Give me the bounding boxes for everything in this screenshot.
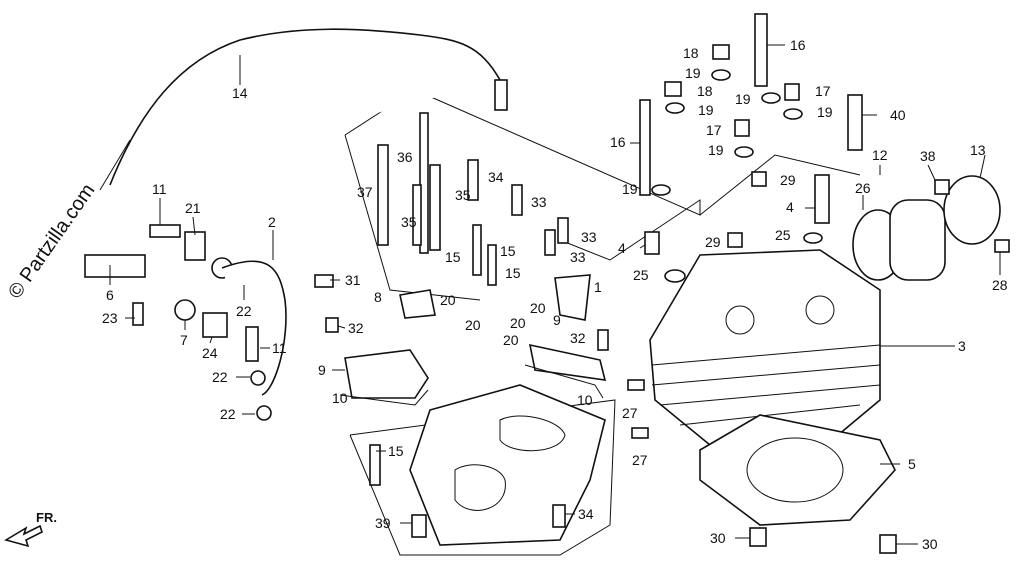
callout-27: 27 — [622, 405, 638, 421]
callout-12: 12 — [872, 147, 888, 163]
callout-10: 10 — [332, 390, 348, 406]
callout-16: 16 — [610, 134, 626, 150]
callout-29: 29 — [705, 234, 721, 250]
callout-37: 37 — [357, 184, 373, 200]
callout-19: 19 — [708, 142, 724, 158]
callout-7: 7 — [180, 332, 188, 348]
callout-20: 20 — [440, 292, 456, 308]
callout-17: 17 — [815, 83, 831, 99]
callout-40: 40 — [890, 107, 906, 123]
callout-5: 5 — [908, 456, 916, 472]
callout-15: 15 — [445, 249, 461, 265]
callout-16: 16 — [790, 37, 806, 53]
callout-30: 30 — [922, 536, 938, 552]
callout-18: 18 — [683, 45, 699, 61]
callout-9: 9 — [318, 362, 326, 378]
leader-lines — [109, 44, 1001, 545]
front-direction-arrow: FR. — [3, 510, 57, 548]
callout-26: 26 — [855, 180, 871, 196]
callout-19: 19 — [622, 181, 638, 197]
center-bolts — [325, 112, 609, 351]
lower-head-part — [369, 384, 606, 546]
watermark-text: © Partzilla.com — [4, 180, 99, 303]
callout-2: 2 — [268, 214, 276, 230]
callout-labels: 14 11 21 2 6 23 7 24 22 11 22 22 31 37 3… — [102, 37, 1008, 552]
left-fittings — [84, 224, 334, 421]
callout-17: 17 — [706, 122, 722, 138]
callout-22: 22 — [212, 369, 228, 385]
front-direction-label: FR. — [36, 510, 57, 525]
cover-part-9-10 — [339, 343, 607, 406]
callout-13: 13 — [970, 142, 986, 158]
callout-32: 32 — [570, 330, 586, 346]
callout-38: 38 — [920, 148, 936, 164]
callout-11: 11 — [272, 340, 287, 356]
callout-21: 21 — [185, 200, 201, 216]
callout-19: 19 — [817, 104, 833, 120]
callout-19: 19 — [735, 91, 751, 107]
callout-14: 14 — [232, 85, 248, 101]
callout-22: 22 — [236, 303, 252, 319]
callout-35: 35 — [455, 187, 471, 203]
callout-9: 9 — [553, 312, 561, 328]
callout-25: 25 — [633, 267, 649, 283]
callout-20: 20 — [530, 300, 546, 316]
intake-parts — [749, 175, 1010, 554]
callout-36: 36 — [397, 149, 413, 165]
callout-34: 34 — [488, 169, 504, 185]
callout-32: 32 — [348, 320, 364, 336]
gasket-part-5 — [627, 379, 896, 526]
callout-20: 20 — [503, 332, 519, 348]
callout-19: 19 — [698, 102, 714, 118]
callout-20: 20 — [465, 317, 481, 333]
main-cylinder-head-part-3 — [644, 171, 881, 451]
callout-3: 3 — [958, 338, 966, 354]
callout-10: 10 — [577, 392, 593, 408]
callout-4: 4 — [618, 240, 626, 256]
callout-34: 34 — [578, 506, 594, 522]
part-14-cable — [99, 28, 508, 191]
callout-30: 30 — [710, 530, 726, 546]
callout-8: 8 — [374, 289, 382, 305]
callout-4: 4 — [786, 199, 794, 215]
callout-18: 18 — [697, 83, 713, 99]
callout-22: 22 — [220, 406, 236, 422]
right-studs-and-nuts — [639, 13, 863, 196]
callout-15: 15 — [388, 443, 404, 459]
callout-31: 31 — [345, 272, 361, 288]
callout-15: 15 — [500, 243, 516, 259]
callout-23: 23 — [102, 310, 118, 326]
callout-24: 24 — [202, 345, 218, 361]
callout-33: 33 — [531, 194, 547, 210]
callout-29: 29 — [780, 172, 796, 188]
callout-27: 27 — [632, 452, 648, 468]
callout-33: 33 — [581, 229, 597, 245]
callout-6: 6 — [106, 287, 114, 303]
callout-15: 15 — [505, 265, 521, 281]
callout-35: 35 — [401, 214, 417, 230]
callout-1: 1 — [594, 279, 602, 295]
callout-20: 20 — [510, 315, 526, 331]
callout-25: 25 — [775, 227, 791, 243]
callout-19: 19 — [685, 65, 701, 81]
callout-11: 11 — [152, 181, 167, 197]
callout-28: 28 — [992, 277, 1008, 293]
callout-39: 39 — [375, 515, 391, 531]
callout-33: 33 — [570, 249, 586, 265]
